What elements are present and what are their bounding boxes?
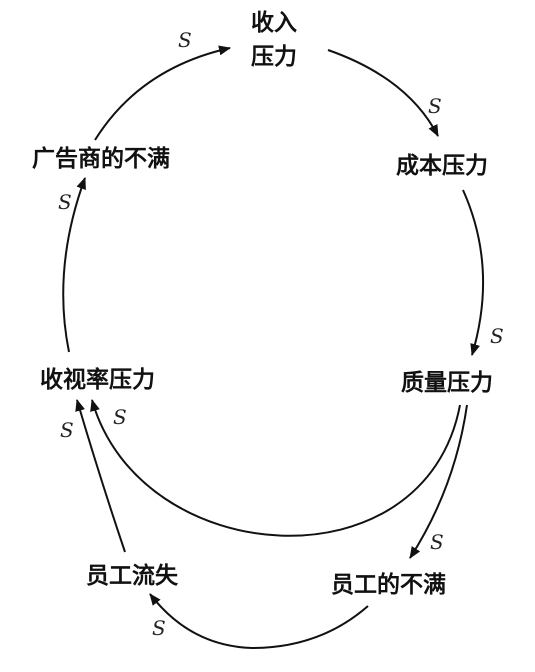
node-employee-turnover: 员工流失 <box>86 563 178 589</box>
link-quality-to-employee-dissatisfaction <box>409 404 468 559</box>
polarity-revenue-to-cost: S <box>428 94 442 118</box>
polarity-ratings-to-advertiser: S <box>58 190 72 214</box>
node-revenue-pressure-line1: 收入 <box>251 10 297 36</box>
node-revenue-pressure-line2: 压力 <box>251 44 297 70</box>
link-advertiser-to-revenue <box>94 45 231 141</box>
link-cost-to-quality <box>462 189 485 356</box>
node-revenue-pressure: 收入 压力 <box>246 6 302 74</box>
node-advertiser-dissatisfaction: 广告商的不满 <box>32 146 170 172</box>
link-employee-dissatisfaction-to-turnover <box>149 593 369 650</box>
link-ratings-to-advertiser <box>62 177 86 353</box>
link-quality-to-ratings <box>90 399 461 537</box>
node-quality-pressure: 质量压力 <box>401 370 493 396</box>
node-cost-pressure: 成本压力 <box>396 153 488 179</box>
polarity-cost-to-quality: S <box>490 324 504 348</box>
polarity-employee-dissatisfaction-to-turnover: S <box>152 616 166 640</box>
node-ratings-pressure: 收视率压力 <box>40 367 155 393</box>
link-turnover-to-ratings <box>75 399 126 553</box>
link-revenue-to-cost <box>327 49 439 137</box>
polarity-quality-to-employee-dissatisfaction: S <box>430 530 444 554</box>
polarity-advertiser-to-revenue: S <box>178 28 192 52</box>
polarity-turnover-to-ratings: S <box>60 418 74 442</box>
polarity-quality-to-ratings: S <box>113 405 127 429</box>
node-employee-dissatisfaction: 员工的不满 <box>331 572 446 598</box>
